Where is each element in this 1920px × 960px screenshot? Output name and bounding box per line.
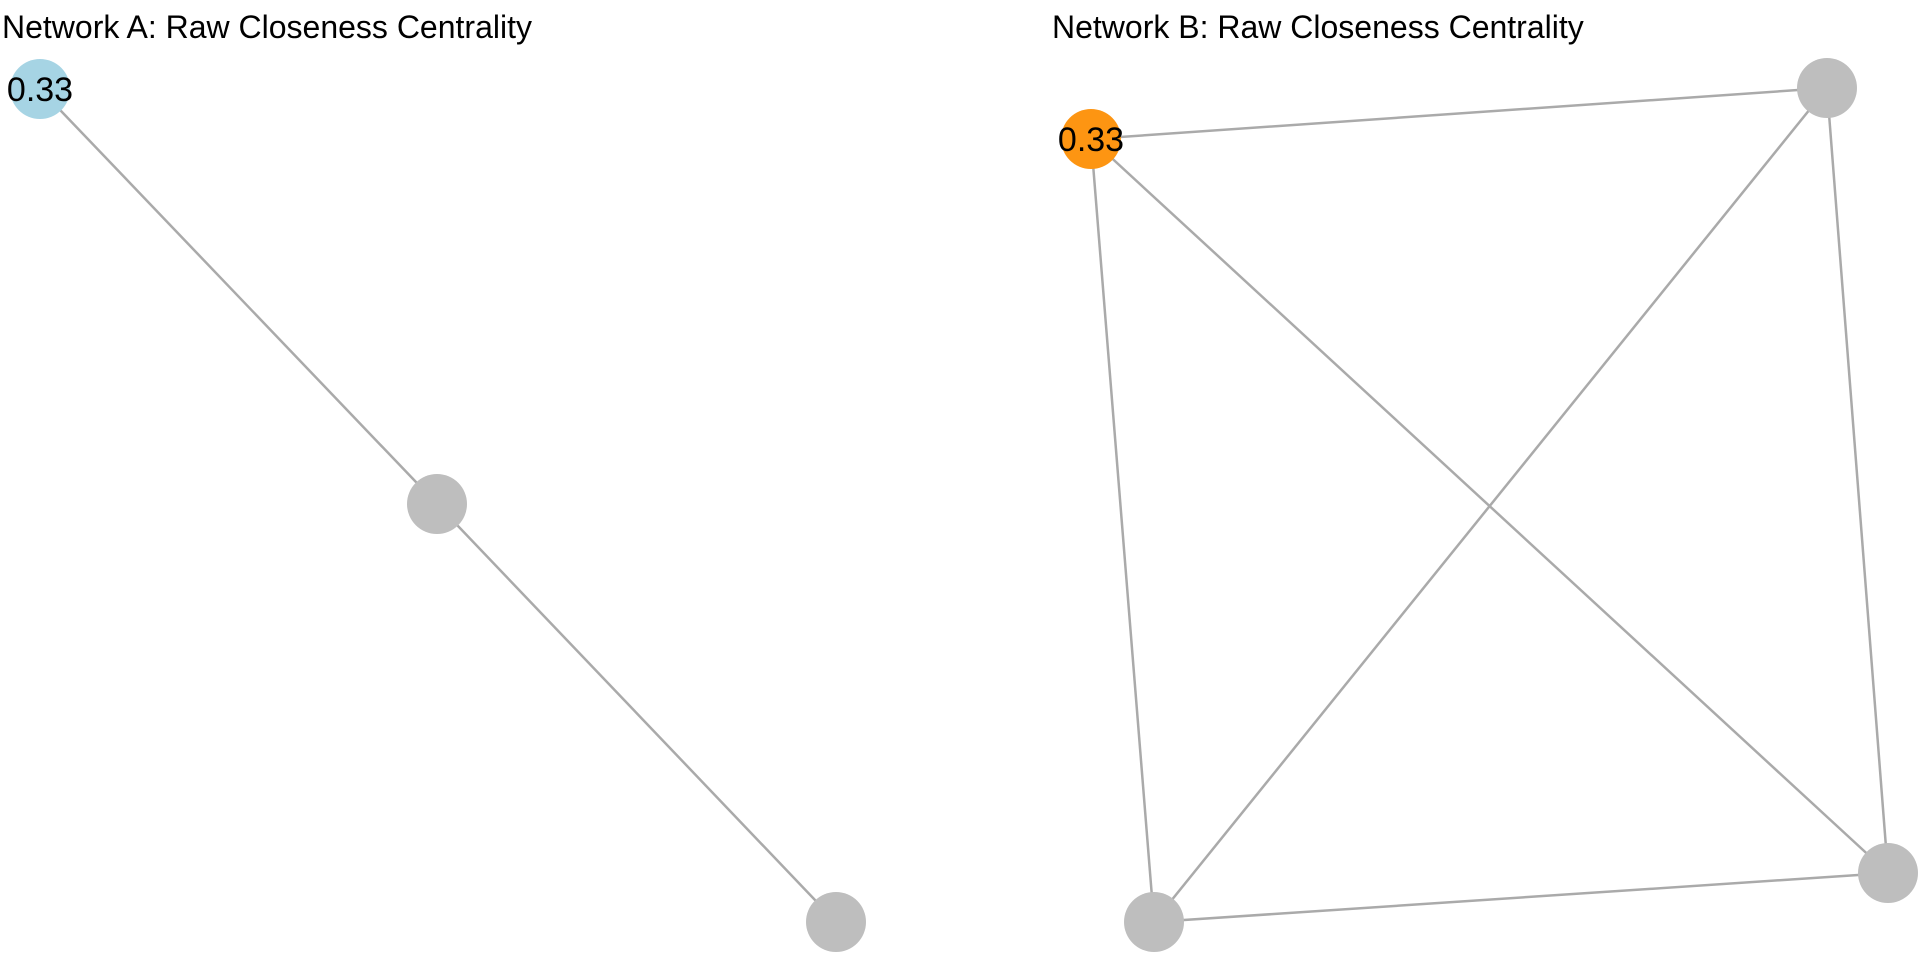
edge-b1-b2: [1090, 86, 1828, 141]
node-b3: [1858, 843, 1918, 903]
edge-b2-b4: [1153, 87, 1828, 923]
panel-title-network-a: Network A: Raw Closeness Centrality: [2, 9, 532, 45]
edge-a1-a2: [39, 88, 438, 505]
edge-a2-a3: [436, 503, 837, 923]
edge-b1-b4: [1089, 138, 1156, 923]
network-b-graph: 0.33: [1058, 58, 1918, 952]
panel-title-network-b: Network B: Raw Closeness Centrality: [1052, 9, 1584, 45]
node-b4: [1124, 892, 1184, 952]
node-a1: [10, 59, 70, 119]
network-a-graph: 0.33: [7, 59, 866, 952]
node-a2: [407, 474, 467, 534]
node-a3: [806, 892, 866, 952]
edge-b2-b3: [1825, 87, 1890, 874]
node-label-b1: 0.33: [1058, 121, 1124, 159]
node-label-a1: 0.33: [7, 71, 73, 109]
edge-b3-b4: [1153, 871, 1889, 924]
node-b2: [1797, 58, 1857, 118]
node-b1: [1061, 109, 1121, 169]
